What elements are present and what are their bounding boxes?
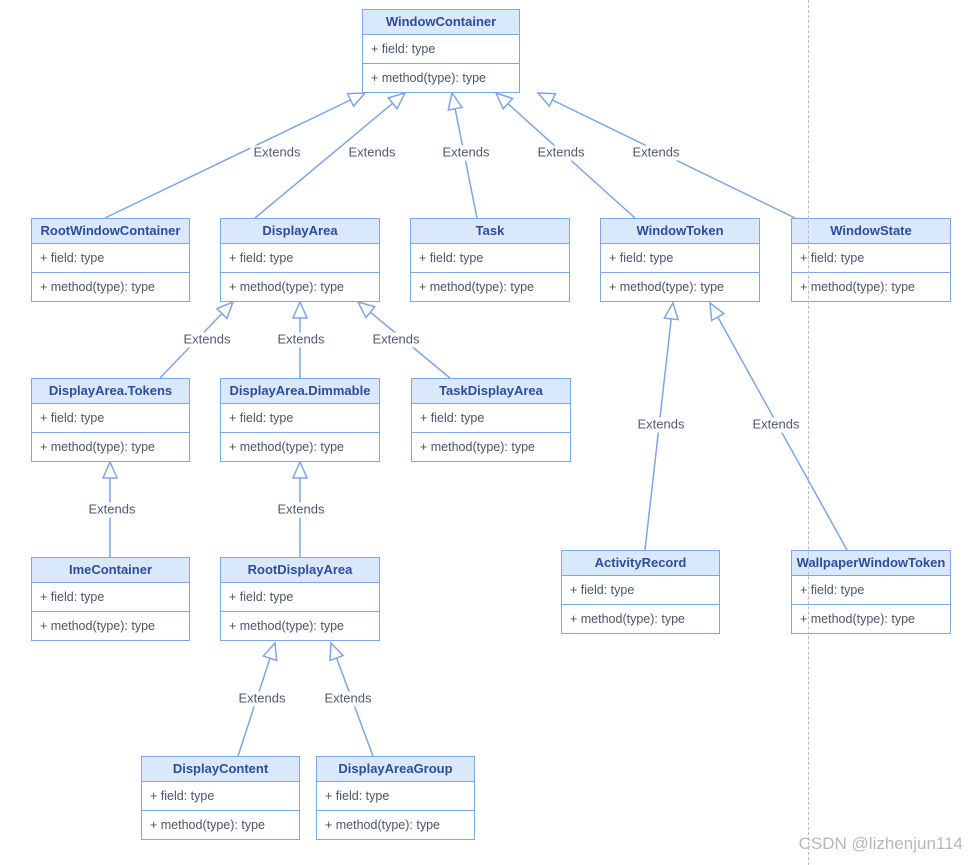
class-method: + method(type): type <box>150 817 265 832</box>
extends-label: Extends <box>235 691 289 707</box>
class-method: + method(type): type <box>800 279 915 294</box>
class-method: + method(type): type <box>40 439 155 454</box>
class-method: + method(type): type <box>420 439 535 454</box>
class-name: WallpaperWindowToken <box>792 551 950 576</box>
class-field: + field: type <box>363 35 519 64</box>
class-box-ActivityRecord: ActivityRecord + field: type + method(ty… <box>561 550 720 634</box>
extends-label: Extends <box>274 332 328 348</box>
class-field: + field: type <box>221 404 379 433</box>
class-field: + field: type <box>32 244 189 273</box>
class-box-WallpaperWindowToken: WallpaperWindowToken + field: type + met… <box>791 550 951 634</box>
class-method: + method(type): type <box>325 817 440 832</box>
class-method: + method(type): type <box>229 618 344 633</box>
class-box-RootWindowContainer: RootWindowContainer + field: type + meth… <box>31 218 190 302</box>
class-box-DisplayAreaGroup: DisplayAreaGroup + field: type + method(… <box>316 756 475 840</box>
class-method: + method(type): type <box>229 279 344 294</box>
extends-label: Extends <box>345 145 399 161</box>
class-box-WindowContainer: WindowContainer + field: type + method(t… <box>362 9 520 93</box>
class-field: + field: type <box>32 583 189 612</box>
extends-label: Extends <box>629 145 683 161</box>
extends-label: Extends <box>85 502 139 518</box>
class-method: + method(type): type <box>800 611 915 626</box>
class-method: + method(type): type <box>371 70 486 85</box>
class-box-WindowToken: WindowToken + field: type + method(type)… <box>600 218 760 302</box>
class-name: DisplayArea.Dimmable <box>221 379 379 404</box>
class-field: + field: type <box>562 576 719 605</box>
extends-label: Extends <box>634 417 688 433</box>
extends-label: Extends <box>250 145 304 161</box>
page-boundary-dashed-line <box>808 0 809 865</box>
class-method: + method(type): type <box>570 611 685 626</box>
class-box-DisplayArea: DisplayArea + field: type + method(type)… <box>220 218 380 302</box>
class-field: + field: type <box>142 782 299 811</box>
class-box-ImeContainer: ImeContainer + field: type + method(type… <box>31 557 190 641</box>
class-box-TaskDisplayArea: TaskDisplayArea + field: type + method(t… <box>411 378 571 462</box>
class-field: + field: type <box>221 583 379 612</box>
class-field: + field: type <box>601 244 759 273</box>
class-name: ImeContainer <box>32 558 189 583</box>
class-name: DisplayContent <box>142 757 299 782</box>
class-box-WindowState: WindowState + field: type + method(type)… <box>791 218 951 302</box>
class-name: DisplayArea <box>221 219 379 244</box>
class-box-DisplayArea.Tokens: DisplayArea.Tokens + field: type + metho… <box>31 378 190 462</box>
class-field: + field: type <box>792 576 950 605</box>
extends-edge-RootWindowContainer-to-WindowContainer <box>104 92 367 219</box>
extends-label: Extends <box>274 502 328 518</box>
class-field: + field: type <box>221 244 379 273</box>
csdn-watermark: CSDN @lizhenjun114 <box>798 834 963 853</box>
class-box-Task: Task + field: type + method(type): type <box>410 218 570 302</box>
class-name: Task <box>411 219 569 244</box>
class-method: + method(type): type <box>40 618 155 633</box>
extends-label: Extends <box>369 332 423 348</box>
class-field: + field: type <box>411 244 569 273</box>
class-box-RootDisplayArea: RootDisplayArea + field: type + method(t… <box>220 557 380 641</box>
class-field: + field: type <box>32 404 189 433</box>
class-name: TaskDisplayArea <box>412 379 570 404</box>
extends-label: Extends <box>321 691 375 707</box>
class-name: RootWindowContainer <box>32 219 189 244</box>
class-box-DisplayArea.Dimmable: DisplayArea.Dimmable + field: type + met… <box>220 378 380 462</box>
extends-label: Extends <box>749 417 803 433</box>
class-method: + method(type): type <box>609 279 724 294</box>
class-field: + field: type <box>317 782 474 811</box>
class-name: WindowState <box>792 219 950 244</box>
extends-label: Extends <box>534 145 588 161</box>
class-method: + method(type): type <box>229 439 344 454</box>
class-name: DisplayArea.Tokens <box>32 379 189 404</box>
class-box-DisplayContent: DisplayContent + field: type + method(ty… <box>141 756 300 840</box>
extends-label: Extends <box>439 145 493 161</box>
class-field: + field: type <box>792 244 950 273</box>
extends-label: Extends <box>180 332 234 348</box>
class-method: + method(type): type <box>419 279 534 294</box>
class-field: + field: type <box>412 404 570 433</box>
class-name: RootDisplayArea <box>221 558 379 583</box>
class-method: + method(type): type <box>40 279 155 294</box>
class-name: WindowContainer <box>363 10 519 35</box>
class-name: WindowToken <box>601 219 759 244</box>
class-name: ActivityRecord <box>562 551 719 576</box>
extends-edge-DisplayArea-to-WindowContainer <box>254 91 407 219</box>
class-name: DisplayAreaGroup <box>317 757 474 782</box>
